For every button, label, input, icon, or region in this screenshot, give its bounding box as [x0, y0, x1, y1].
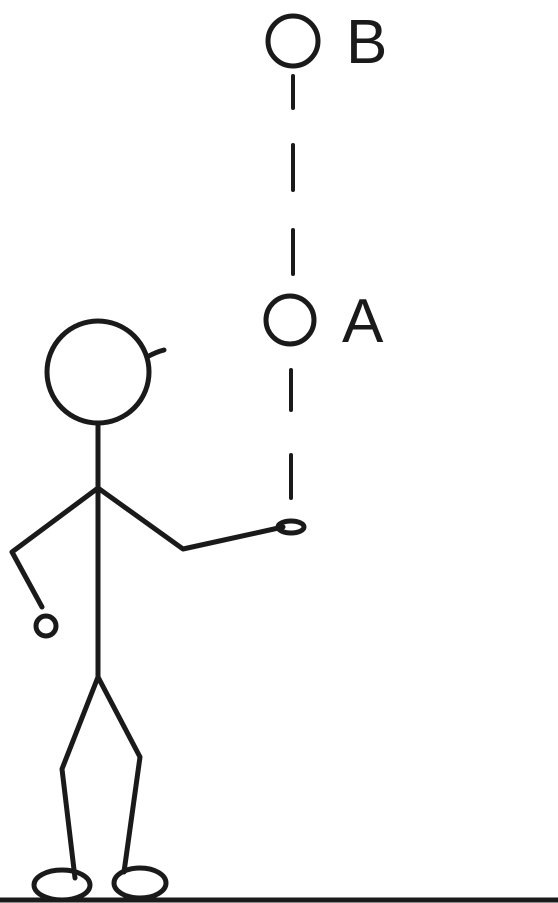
- figure-left-leg: [62, 677, 98, 878]
- label-b: B: [346, 8, 387, 77]
- stick-figure: [12, 321, 304, 900]
- figure-ear: [147, 350, 164, 357]
- figure-left-hand: [36, 616, 56, 636]
- ball-position-a: [266, 296, 314, 344]
- figure-left-arm: [12, 488, 98, 607]
- figure-left-foot: [34, 870, 90, 900]
- figure-throwing-arm: [98, 488, 283, 549]
- figure-right-foot: [114, 868, 166, 898]
- ball-position-b: [268, 16, 318, 66]
- figure-head: [47, 321, 149, 423]
- figure-right-leg: [98, 677, 140, 872]
- label-a: A: [342, 287, 384, 356]
